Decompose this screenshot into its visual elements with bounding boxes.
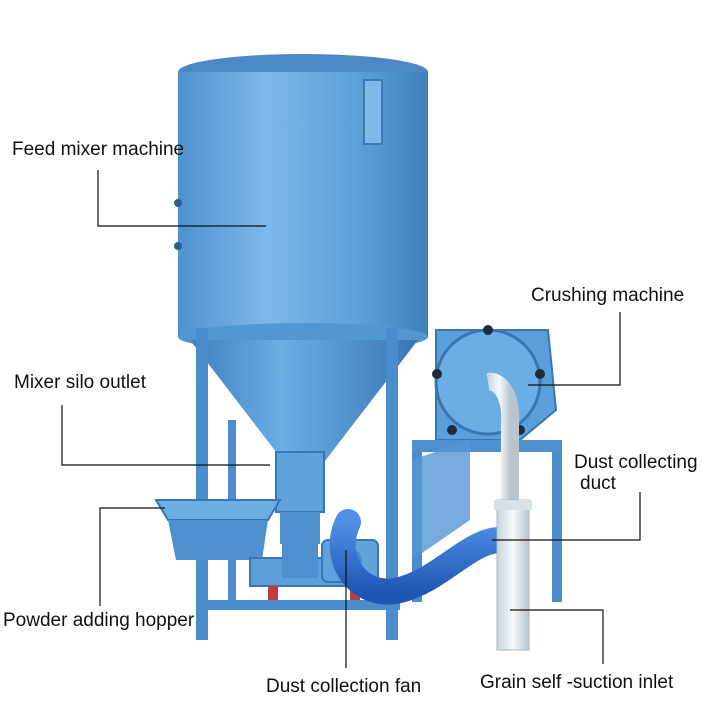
leader-hopper bbox=[99, 507, 165, 606]
label-dust-duct-line1: Dust collecting bbox=[574, 452, 698, 473]
leader-feed-mixer bbox=[97, 170, 266, 227]
mixer-cone bbox=[190, 340, 418, 470]
powder-hopper bbox=[154, 499, 282, 560]
dust-hose bbox=[329, 509, 513, 605]
leader-lines bbox=[61, 170, 641, 668]
leader-crushing bbox=[528, 312, 621, 386]
leader-grain-inlet bbox=[510, 609, 604, 664]
leader-duct bbox=[492, 492, 641, 541]
label-crushing-machine: Crushing machine bbox=[531, 285, 685, 306]
label-powder-hopper: Powder adding hopper bbox=[3, 610, 195, 631]
label-feed-mixer: Feed mixer machine bbox=[12, 139, 185, 160]
label-grain-inlet: Grain self -suction inlet bbox=[480, 672, 674, 693]
mixer-tank bbox=[174, 54, 428, 351]
label-silo-outlet: Mixer silo outlet bbox=[14, 372, 146, 393]
label-dust-fan: Dust collection fan bbox=[266, 676, 422, 697]
suction-pipe bbox=[486, 372, 532, 651]
leader-silo-outlet bbox=[61, 405, 270, 466]
label-dust-duct-line2: duct bbox=[580, 473, 616, 494]
